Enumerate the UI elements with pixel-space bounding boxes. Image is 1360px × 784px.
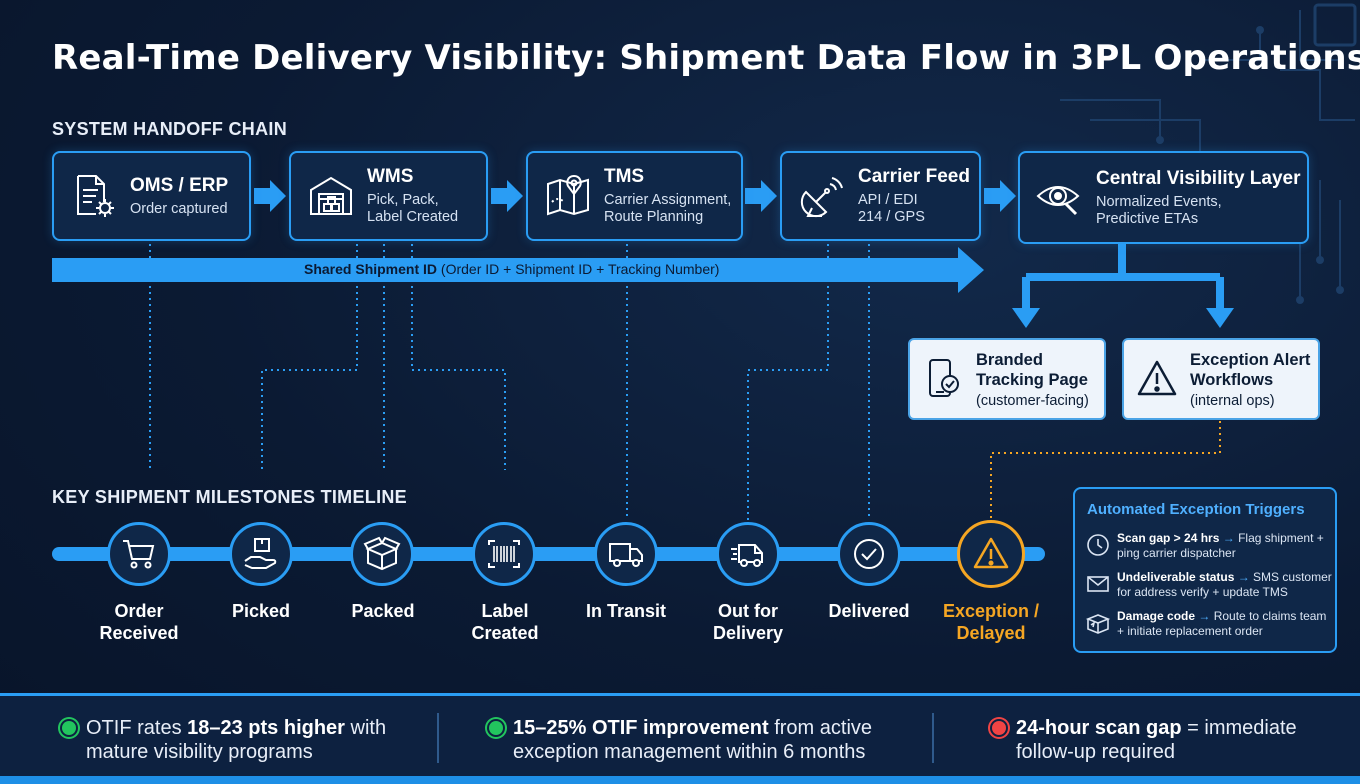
clock-icon [1087, 534, 1109, 556]
system-wms: WMS Pick, Pack, Label Created [289, 151, 488, 241]
milestone-label: Packed [351, 601, 415, 621]
milestone-label: Order Received [99, 601, 179, 643]
milestone-delivered [837, 522, 901, 586]
timeline-section-label: KEY SHIPMENT MILESTONES TIMELINE [52, 487, 407, 507]
exception-triggers-panel: Automated Exception Triggers Scan gap > … [1073, 487, 1337, 653]
milestone-label: Label Created [471, 601, 539, 643]
system-name: OMS / ERP [130, 174, 229, 196]
footer-accent-bar [0, 776, 1360, 784]
trigger-rest: SMS customer for address verify + update… [1117, 570, 1332, 599]
warning-triangle-icon [1137, 360, 1177, 396]
trigger-item: Damage code → Route to claims team + ini… [1085, 609, 1333, 638]
milestone-label: Picked [231, 601, 291, 621]
alert-dot [992, 721, 1006, 735]
system-desc: Order captured [130, 200, 228, 217]
system-name: Central Visibility Layer [1096, 167, 1301, 189]
output-exception-alerts: Exception Alert Workflows (internal ops) [1122, 338, 1320, 420]
output-tracking-page: Branded Tracking Page (customer-facing) [908, 338, 1106, 420]
milestone-label: In Transit [585, 601, 666, 621]
milestone-picked [229, 522, 293, 586]
system-name: TMS [604, 166, 645, 187]
output-name: Exception Alert Workflows [1190, 350, 1311, 389]
delivery-van-icon [731, 544, 763, 567]
map-pin-icon [547, 174, 589, 216]
truck-icon [609, 543, 643, 567]
damaged-box-icon [1085, 614, 1111, 634]
output-name: Branded Tracking Page [976, 350, 1088, 389]
document-gear-icon [77, 175, 114, 217]
milestone-label: Delivered [828, 601, 910, 621]
trigger-rest: Flag shipment + ping carrier dispatcher [1117, 531, 1324, 560]
hand-box-icon [244, 538, 277, 569]
phone-check-icon [929, 359, 959, 397]
trigger-arrow: → [1198, 609, 1211, 623]
status-dot [489, 721, 503, 735]
envelope-icon [1087, 576, 1109, 592]
barcode-icon [488, 540, 520, 568]
system-name: Carrier Feed [858, 166, 970, 187]
system-desc: Carrier Assignment, Route Planning [604, 192, 732, 225]
status-dot [62, 721, 76, 735]
exception-warning-icon [973, 537, 1009, 569]
handoff-arrow [254, 180, 286, 212]
eye-magnifier-icon [1036, 185, 1080, 215]
trigger-item: Scan gap > 24 hrs → Flag shipment + ping… [1085, 531, 1333, 560]
handoff-arrow [984, 180, 1016, 212]
stat-item: 24-hour scan gap = immediate follow-up r… [992, 716, 1312, 764]
handoff-section-label: SYSTEM HANDOFF CHAIN [52, 119, 287, 139]
check-circle-icon [854, 539, 884, 569]
milestone-in-transit [594, 522, 658, 586]
shared-id-arrow [52, 247, 984, 293]
trigger-bold: Undeliverable status [1117, 570, 1235, 584]
stat-bold: 18–23 pts higher [187, 717, 345, 739]
stat-post: with mature visibility programs [86, 717, 387, 763]
milestone-label: Exception / Delayed [942, 601, 1040, 643]
divider [932, 713, 934, 763]
shared-id-label: Shared Shipment ID (Order ID + Shipment … [304, 261, 719, 277]
milestone-label: Out for Delivery [712, 601, 784, 643]
shared-id-rest: (Order ID + Shipment ID + Tracking Numbe… [437, 261, 720, 277]
milestone-out-for-delivery [716, 522, 780, 586]
output-desc: (customer-facing) [976, 392, 1089, 409]
stat-bold: 15–25% OTIF improvement [513, 717, 769, 739]
trigger-bold: Damage code [1117, 609, 1196, 623]
stat-item: 15–25% OTIF improvement from active exce… [489, 716, 889, 764]
stat-item: OTIF rates 18–23 pts higher with mature … [62, 716, 422, 764]
milestone-label-created [472, 522, 536, 586]
shared-id-bold: Shared Shipment ID [304, 261, 438, 277]
stat-pre: OTIF rates [86, 717, 188, 739]
cart-icon [123, 540, 155, 569]
milestone-order-received [107, 522, 171, 586]
output-desc: (internal ops) [1190, 392, 1275, 409]
system-desc: Normalized Events, Predictive ETAs [1096, 193, 1222, 227]
trigger-bold: Scan gap > 24 hrs [1117, 531, 1220, 545]
milestone-packed [350, 522, 414, 586]
stat-bold: 24-hour scan gap [1016, 717, 1182, 739]
triggers-title: Automated Exception Triggers [1087, 501, 1305, 518]
warehouse-icon [310, 176, 352, 215]
system-oms-erp: OMS / ERP Order captured [52, 151, 251, 241]
stat-post: from active exception management within … [513, 717, 873, 763]
stat-post: = immediate follow-up required [1016, 717, 1297, 763]
handoff-arrow [745, 180, 777, 212]
system-desc: Pick, Pack, Label Created [367, 192, 459, 225]
flow-connectors [52, 180, 1234, 561]
trigger-rest: Route to claims team + initiate replacem… [1117, 609, 1327, 638]
stats-footer: OTIF rates 18–23 pts higher with mature … [0, 693, 1360, 784]
trigger-arrow: → [1237, 570, 1250, 584]
trigger-item: Undeliverable status → SMS customer for … [1085, 570, 1333, 599]
system-name: WMS [367, 166, 414, 187]
page-title: Real-Time Delivery Visibility: Shipment … [52, 38, 1360, 78]
satellite-dish-icon [800, 177, 843, 218]
handoff-arrow [491, 180, 523, 212]
trigger-arrow: → [1222, 531, 1235, 545]
system-desc: API / EDI 214 / GPS [858, 192, 925, 225]
milestone-exception [957, 520, 1025, 588]
divider [437, 713, 439, 763]
open-box-icon [363, 536, 401, 571]
system-tms: TMS Carrier Assignment, Route Planning [526, 151, 743, 241]
